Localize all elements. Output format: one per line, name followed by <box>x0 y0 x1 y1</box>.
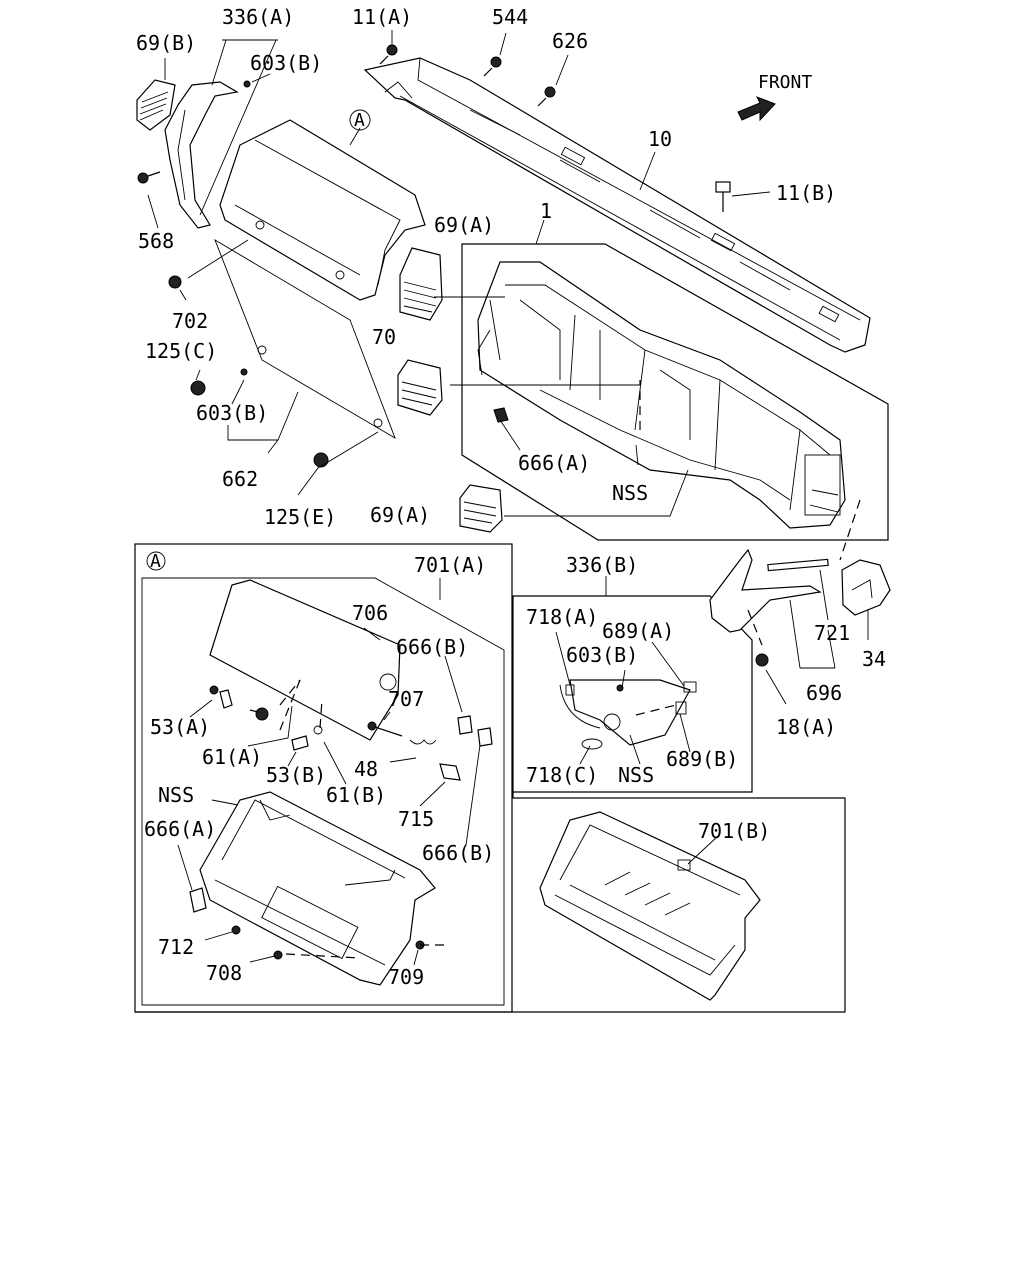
label-666A-main: 666(A) <box>518 451 590 475</box>
label-70: 70 <box>372 325 396 349</box>
label-662: 662 <box>222 467 258 491</box>
label-666A-A: 666(A) <box>144 817 216 841</box>
glove-box-lid-706 <box>209 579 401 741</box>
label-712: 712 <box>158 935 194 959</box>
label-53B: 53(B) <box>266 763 326 787</box>
label-626: 626 <box>552 29 588 53</box>
vent-70 <box>397 359 443 416</box>
label-544: 544 <box>492 5 528 29</box>
label-568: 568 <box>138 229 174 253</box>
glove-box-lower <box>199 791 436 986</box>
label-707: 707 <box>388 687 424 711</box>
label-69B: 69(B) <box>136 31 196 55</box>
label-18A: 18(A) <box>776 715 836 739</box>
detail-box-336B <box>512 576 753 793</box>
glove-box-upper <box>219 119 426 301</box>
label-34: 34 <box>862 647 886 671</box>
label-715: 715 <box>398 807 434 831</box>
label-603B-mid: 603(B) <box>196 401 268 425</box>
label-53A: 53(A) <box>150 715 210 739</box>
callout-A-box-text: A <box>150 551 161 572</box>
callout-labels: 336(A) 69(B) 603(B) 11(A) 544 626 FRONT … <box>136 5 886 989</box>
callout-A-top-text: A <box>354 110 365 131</box>
fasteners-detail-A <box>189 679 493 960</box>
label-666B-1: 666(B) <box>396 635 468 659</box>
vent-69A-top <box>399 247 443 321</box>
label-701B: 701(B) <box>698 819 770 843</box>
vent-69A-bottom <box>459 484 503 533</box>
callout-circle-A-top <box>349 109 371 131</box>
label-336A: 336(A) <box>222 5 294 29</box>
label-11B: 11(B) <box>776 181 836 205</box>
label-708: 708 <box>206 961 242 985</box>
label-61A: 61(A) <box>202 745 262 769</box>
label-10: 10 <box>648 127 672 151</box>
label-702: 702 <box>172 309 208 333</box>
front-arrow-icon <box>737 96 776 122</box>
label-1: 1 <box>540 199 552 223</box>
front-label: FRONT <box>758 72 812 93</box>
leader-lines-detail-A <box>177 578 481 966</box>
label-48: 48 <box>354 757 378 781</box>
top-cover-panel-10 <box>363 57 871 353</box>
label-61B: 61(B) <box>326 783 386 807</box>
label-718A: 718(A) <box>526 605 598 629</box>
label-666B-2: 666(B) <box>422 841 494 865</box>
cover-34 <box>841 559 891 640</box>
label-NSS-main: NSS <box>612 481 648 505</box>
label-603B-box: 603(B) <box>566 643 638 667</box>
label-NSS-A: NSS <box>158 783 194 807</box>
label-11A: 11(A) <box>352 5 412 29</box>
label-718C: 718(C) <box>526 763 598 787</box>
leader-lines-top <box>147 30 861 561</box>
label-689A: 689(A) <box>602 619 674 643</box>
bracket-696 <box>709 548 836 705</box>
detail-box-701B <box>135 792 846 1013</box>
label-706: 706 <box>352 601 388 625</box>
label-709: 709 <box>388 965 424 989</box>
lid-panel-662 <box>214 238 396 440</box>
label-696: 696 <box>806 681 842 705</box>
label-69A-top: 69(A) <box>434 213 494 237</box>
label-603B-top: 603(B) <box>250 51 322 75</box>
label-125E: 125(E) <box>264 505 336 529</box>
label-689B: 689(B) <box>666 747 738 771</box>
fasteners-top <box>137 44 731 468</box>
label-125C: 125(C) <box>145 339 217 363</box>
side-trim-336A <box>164 81 239 229</box>
label-NSS-box: NSS <box>618 763 654 787</box>
label-701A: 701(A) <box>414 553 486 577</box>
label-336B: 336(B) <box>566 553 638 577</box>
label-69A-bottom: 69(A) <box>370 503 430 527</box>
vent-69B <box>136 79 176 131</box>
instrument-panel-frame-1 <box>461 243 889 541</box>
label-721: 721 <box>814 621 850 645</box>
